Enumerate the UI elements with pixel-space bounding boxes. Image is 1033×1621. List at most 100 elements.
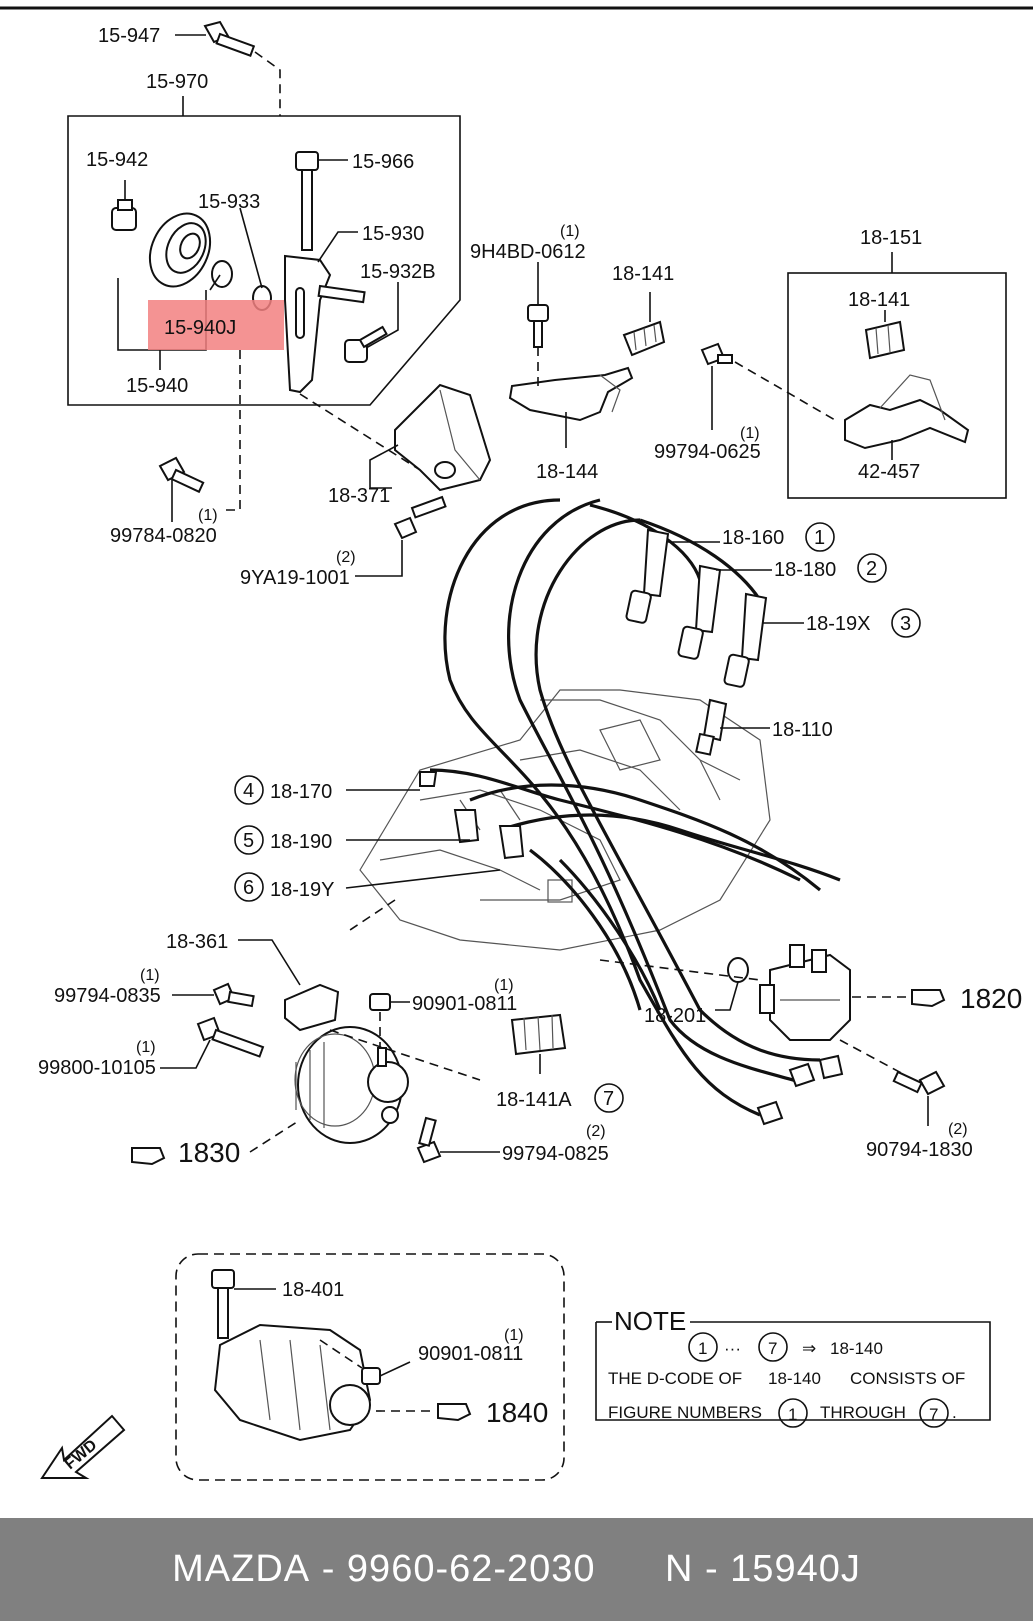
label-18-170: 18-170 xyxy=(270,781,332,803)
label-1840: 1840 xyxy=(486,1397,548,1428)
label-1820: 1820 xyxy=(960,983,1022,1014)
note-range-sep: ··· xyxy=(724,1339,741,1358)
label-15-940: 15-940 xyxy=(126,375,188,397)
idler-pulley-group xyxy=(67,20,461,406)
label-18-144: 18-144 xyxy=(536,461,598,483)
note-line3-a: FIGURE NUMBERS xyxy=(608,1403,762,1422)
qty-9H4BD-0612: (1) xyxy=(560,223,580,240)
qty-99784-0820: (1) xyxy=(198,507,218,524)
footer-brand: MAZDA xyxy=(172,1548,311,1590)
footer-sep-1: - xyxy=(310,1548,347,1590)
callout-6: 6 xyxy=(243,877,254,899)
note-line2-a: THE D-CODE OF xyxy=(608,1369,742,1388)
hand-pointer-icon xyxy=(131,1147,166,1166)
label-9H4BD-0612: 9H4BD-0612 xyxy=(470,241,586,263)
label-18-180: 18-180 xyxy=(774,559,836,581)
bolt-99784-0820 xyxy=(158,456,205,494)
plug-boots xyxy=(419,528,768,860)
footer-n-label: N xyxy=(664,1548,694,1590)
note-line3-end: 7 xyxy=(929,1405,938,1424)
note-line2-code: 18-140 xyxy=(768,1369,821,1388)
oring-18-201 xyxy=(727,957,749,983)
note-range-target: 18-140 xyxy=(830,1339,883,1358)
footer-gap xyxy=(596,1548,665,1591)
label-90794-1830: 90794-1830 xyxy=(866,1139,973,1161)
bolt-15-947 xyxy=(203,20,256,57)
label-18-141A: 18-141A xyxy=(496,1089,572,1111)
note-line3-mid: THROUGH xyxy=(820,1403,906,1422)
hand-pointer-icon xyxy=(437,1403,472,1422)
bracket-18-144 xyxy=(508,304,634,422)
label-99794-0825: 99794-0825 xyxy=(502,1143,609,1165)
parts-diagram: 15-947 15-970 15-942 15-966 15-933 15-93… xyxy=(0,6,1033,1481)
footer-sep-2: - xyxy=(693,1548,731,1590)
callout-4: 4 xyxy=(243,780,254,802)
bracket-15-930 xyxy=(284,254,366,394)
bolt-90794-1830 xyxy=(892,1070,946,1096)
bolt-99800-10105 xyxy=(196,1016,265,1058)
label-99800-10105: 99800-10105 xyxy=(38,1057,156,1079)
note-line2-b: CONSISTS OF xyxy=(850,1369,965,1388)
part-number-footer: MAZDA - 9960-62-2030 N - 15940J xyxy=(0,1518,1033,1621)
label-15-930: 15-930 xyxy=(362,223,424,245)
hand-pointer-icon xyxy=(911,989,946,1008)
label-18-371: 18-371 xyxy=(328,485,390,507)
callout-5: 5 xyxy=(243,830,254,852)
callout-3: 3 xyxy=(900,613,911,635)
wire-terminals xyxy=(756,1054,844,1126)
pulley-15-940 xyxy=(148,212,272,311)
highlight-box xyxy=(148,300,284,350)
note-line3-start: 1 xyxy=(788,1405,797,1424)
fwd-arrow-icon xyxy=(40,1414,126,1479)
label-18-201: 18-201 xyxy=(644,1005,706,1027)
note-line3-end-circle xyxy=(919,1398,949,1428)
box-18-151 xyxy=(787,252,1007,499)
callout-2: 2 xyxy=(866,558,877,580)
nut-90901-0811 xyxy=(369,993,391,1011)
label-18-141: 18-141 xyxy=(612,263,674,285)
label-15-970: 15-970 xyxy=(146,71,208,93)
label-18-160: 18-160 xyxy=(722,527,784,549)
label-9YA19-1001: 9YA19-1001 xyxy=(240,567,350,589)
bolt-99794-0825 xyxy=(416,1116,442,1164)
bracket-18-361 xyxy=(284,983,340,1032)
note-arrow: ⇒ xyxy=(802,1339,816,1358)
bolt-9YA19-1001 xyxy=(393,495,447,540)
note-box xyxy=(595,1321,991,1428)
label-15-942: 15-942 xyxy=(86,149,148,171)
note-title: NOTE xyxy=(614,1306,686,1336)
label-90901-0811: 90901-0811 xyxy=(412,993,517,1015)
label-18-19Y: 18-19Y xyxy=(270,879,335,901)
qty-99800-10105: (1) xyxy=(136,1039,156,1056)
qty-90901-0811: (1) xyxy=(494,977,514,994)
footer-oem-number: 9960-62-2030 xyxy=(346,1548,596,1590)
label-99784-0820: 99784-0820 xyxy=(110,525,217,547)
label-18-151: 18-151 xyxy=(860,227,922,249)
label-15-933: 15-933 xyxy=(198,191,260,213)
callout-7: 7 xyxy=(603,1088,614,1110)
note-range-end: 7 xyxy=(768,1339,777,1358)
note-line3-start-circle xyxy=(778,1398,808,1428)
label-15-940J: 15-940J xyxy=(164,317,236,339)
qty-99794-0625: (1) xyxy=(740,425,760,442)
label-18-190: 18-190 xyxy=(270,831,332,853)
bolt-15-966 xyxy=(295,151,319,251)
qty-99794-0825: (2) xyxy=(586,1123,606,1140)
qty-9YA19-1001: (2) xyxy=(336,549,356,566)
label-18-110: 18-110 xyxy=(772,719,833,741)
idler-box xyxy=(67,115,461,406)
label-90901-0811-starter: 90901-0811 xyxy=(418,1343,523,1365)
qty-90794-1830: (2) xyxy=(948,1121,968,1138)
label-18-361: 18-361 xyxy=(166,931,228,953)
distributor-1820 xyxy=(759,944,851,1041)
leader-dash xyxy=(299,393,421,471)
bolt-99794-0625 xyxy=(700,342,733,366)
leader-dash xyxy=(222,350,241,511)
label-18-19X: 18-19X xyxy=(806,613,871,635)
note-range-end-circle xyxy=(758,1332,788,1362)
qty-90901-0811-starter: (1) xyxy=(504,1327,524,1344)
callout-circles xyxy=(234,522,921,1113)
label-99794-0835: 99794-0835 xyxy=(54,985,161,1007)
label-99794-0625: 99794-0625 xyxy=(654,441,761,463)
spark-plug-wires xyxy=(429,498,841,1117)
